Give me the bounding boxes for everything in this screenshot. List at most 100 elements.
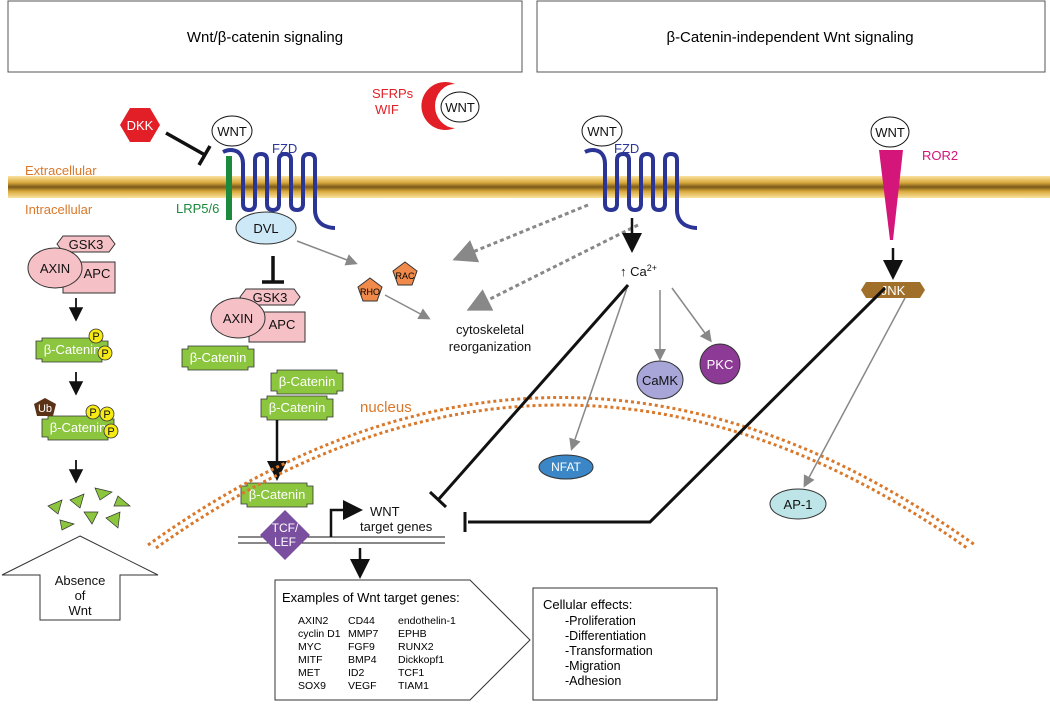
wif-label: WIF [375,102,399,117]
svg-text:JNK: JNK [881,283,906,298]
dkk-hexagon [120,108,160,142]
svg-text:-Transformation: -Transformation [565,644,653,658]
dkk-inhibition [165,131,206,157]
dvl-label: DVL [253,221,278,236]
svg-text:AP-1: AP-1 [784,497,813,512]
svg-text:cyclin D1: cyclin D1 [298,628,341,640]
extracellular-label: Extracellular [25,163,97,178]
svg-text:MET: MET [298,667,321,679]
target-genes-label-1: WNT [370,504,400,519]
svg-text:RHO: RHO [360,287,380,297]
target-genes-box [274,579,531,701]
svg-text:CD44: CD44 [348,615,375,627]
svg-text:CaMK: CaMK [642,373,678,388]
title-box-right [536,0,1046,73]
target-genes-title: Examples of Wnt target genes: [282,590,460,605]
svg-text:-Migration: -Migration [565,659,621,673]
jnk-inhibition [468,286,887,524]
lef-label: LEF [274,535,296,549]
pkc [699,343,741,385]
svg-text:Ub: Ub [38,403,52,415]
transcription-arrow [329,500,363,537]
svg-text:APC: APC [269,317,296,332]
effects-list: -Proliferation-Differentiation -Transfor… [565,614,653,688]
absence-of-wnt-arrow [1,535,159,621]
svg-text:RAC: RAC [395,271,415,281]
wnt-sequestered [440,91,480,123]
svg-text:Dickkopf1: Dickkopf1 [398,654,444,666]
svg-text:WNT: WNT [445,100,475,115]
svg-text:-Proliferation: -Proliferation [565,614,636,628]
sfrp-crescent [421,82,455,130]
fzd-label-2: FZD [614,141,639,156]
svg-text:β-Catenin: β-Catenin [190,350,247,365]
svg-text:β-Catenin: β-Catenin [50,420,107,435]
svg-text:MYC: MYC [298,641,322,653]
title-left: Wnt/β-catenin signaling [187,29,343,46]
svg-text:AXIN: AXIN [40,261,70,276]
beta-catenin-phosphorylated: β-Catenin P P [35,328,113,363]
rac [392,261,418,286]
absence-label-2: of [75,588,86,603]
rho [357,277,383,302]
svg-text:WNT: WNT [587,124,617,139]
destruction-complex-center: GSK3 AXIN APC [210,288,306,343]
dvl [235,211,297,245]
title-box-left [7,0,523,73]
svg-text:VEGF: VEGF [348,680,377,692]
calcium-inhibition [436,284,630,501]
svg-text:APC: APC [84,266,111,281]
svg-text:FGF9: FGF9 [348,641,375,653]
svg-text:MMP7: MMP7 [348,628,378,640]
svg-text:AXIN2: AXIN2 [298,615,329,627]
svg-text:AXIN: AXIN [223,311,253,326]
svg-text:β-Catenin: β-Catenin [44,342,101,357]
ap1 [769,488,827,520]
svg-text:-Differentiation: -Differentiation [565,629,646,643]
svg-text:P: P [92,331,99,343]
wnt-ligand-2 [581,115,623,147]
svg-text:P: P [89,407,96,419]
cellular-effects-box [532,587,718,701]
fzd-receptor [222,148,336,230]
nuclear-envelope [147,396,976,547]
beta-catenin-stable: β-Catenin β-Catenin β-Catenin β-Catenin [181,345,344,508]
calcium-label: ↑ Ca2+ [620,263,657,279]
sfrps-label: SFRPs [372,86,414,101]
svg-text:WNT: WNT [875,125,905,140]
lrp-receptor [226,156,232,220]
destruction-complex-left: GSK3 AXIN APC [27,235,116,294]
svg-text:RUNX2: RUNX2 [398,641,434,653]
svg-text:NFAT: NFAT [551,460,581,474]
svg-text:PKC: PKC [707,357,734,372]
svg-text:P: P [107,426,114,438]
ror2-receptor [879,150,903,240]
target-genes-label-2: target genes [360,519,433,534]
nucleus-label: nucleus [360,399,412,416]
svg-text:TCF1: TCF1 [398,667,424,679]
svg-text:ID2: ID2 [348,667,365,679]
svg-text:-Adhesion: -Adhesion [565,674,621,688]
cytoskeletal-label: cytoskeletal [456,322,524,337]
absence-label-3: Wnt [68,603,92,618]
wnt-label: WNT [217,124,247,139]
lrp-label: LRP5/6 [176,201,219,216]
degraded-fragments [47,487,131,531]
tcf-lef [260,510,310,560]
svg-text:GSK3: GSK3 [69,237,104,252]
absence-label-1: Absence [55,573,106,588]
nfat [538,454,594,480]
beta-catenin-ubiquitinated: β-Catenin Ub P P P [34,398,119,441]
svg-text:SOX9: SOX9 [298,680,326,692]
svg-text:GSK3: GSK3 [253,290,288,305]
wnt-ligand [211,115,253,147]
svg-text:P: P [103,409,110,421]
svg-text:β-Catenin: β-Catenin [279,374,336,389]
svg-text:TIAM1: TIAM1 [398,680,429,692]
dkk-label: DKK [127,118,154,133]
svg-text:β-Catenin: β-Catenin [249,487,306,502]
title-right: β-Catenin-independent Wnt signaling [666,29,913,46]
camk [636,360,684,400]
svg-text:EPHB: EPHB [398,628,427,640]
